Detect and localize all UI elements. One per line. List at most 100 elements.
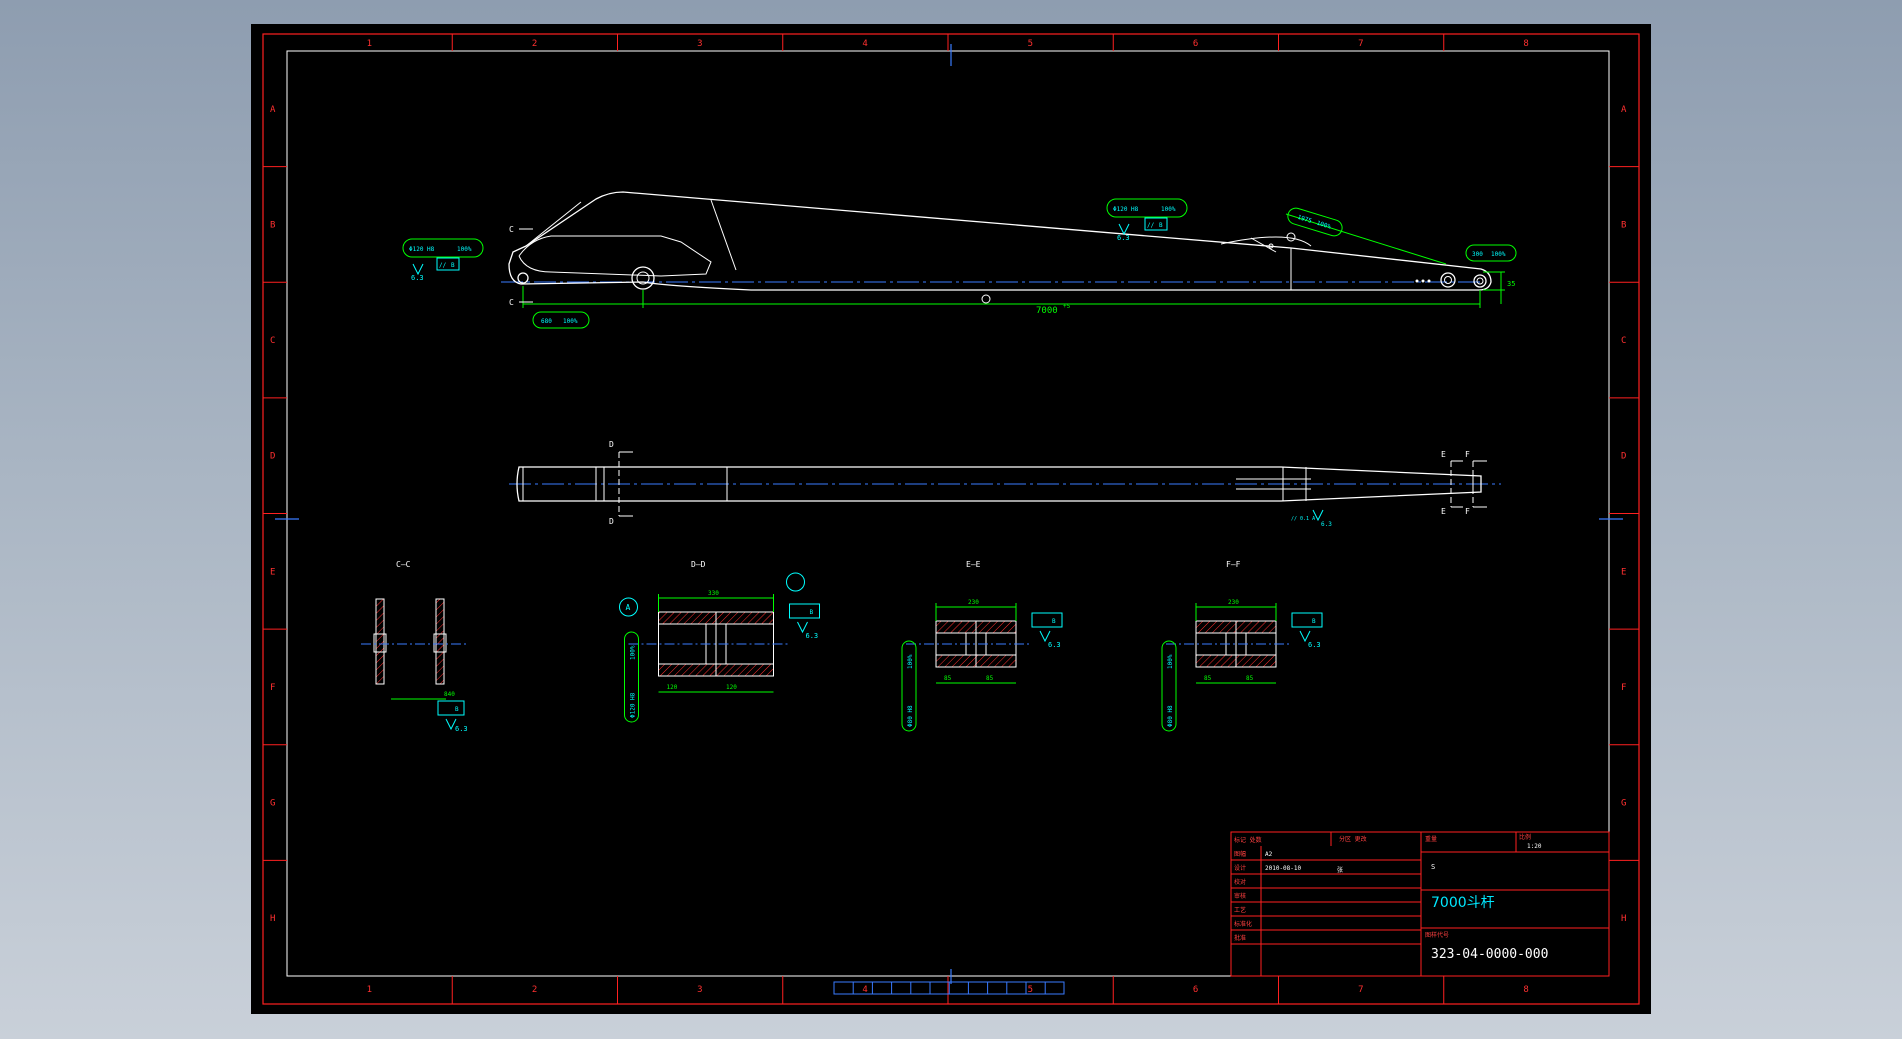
pin-bore-left [517, 272, 529, 284]
section-mark-d-bottom: D [609, 517, 614, 526]
svg-text:100%: 100% [457, 246, 472, 253]
zone-row-right: B [1621, 220, 1626, 230]
length-dimension: 7000 [1036, 306, 1058, 316]
centering-marks [275, 44, 1623, 984]
zone-row-left: G [270, 799, 275, 809]
height-dimension: 35 [1507, 280, 1515, 288]
svg-text:230: 230 [968, 599, 979, 606]
svg-text:B: B [810, 609, 814, 616]
section-label: D—D [691, 560, 706, 569]
title-row-value: A2 [1265, 851, 1273, 858]
zone-row-left: F [270, 683, 275, 693]
zone-col-top: 1 [367, 39, 372, 49]
top-view: D D E E F F 6.3 // 0.1 A [509, 440, 1501, 528]
svg-text:6.3: 6.3 [806, 632, 819, 640]
pin-bore-tip [1473, 274, 1487, 288]
title-block-header-mid: 分区 更改 [1339, 835, 1367, 843]
zone-col-top: 5 [1028, 39, 1033, 49]
svg-text:Φ120 H8: Φ120 H8 [409, 246, 435, 253]
svg-text:300: 300 [1472, 251, 1483, 258]
zone-ticks [263, 34, 1639, 1004]
title-row-label: 标准化 [1234, 920, 1252, 928]
drawing-number: 323-04-0000-000 [1431, 947, 1548, 962]
svg-text:Φ120 H8: Φ120 H8 [630, 692, 637, 718]
section-mark-e-top: E [1441, 450, 1446, 459]
svg-text://: // [1147, 222, 1155, 229]
zone-col-bottom: 7 [1358, 985, 1363, 995]
svg-text:B: B [1312, 618, 1316, 625]
svg-text:100%: 100% [1167, 654, 1174, 669]
svg-text:120: 120 [667, 684, 678, 691]
svg-text:100%: 100% [1491, 251, 1506, 258]
zone-row-right: E [1621, 567, 1626, 577]
svg-text:120: 120 [726, 684, 737, 691]
svg-text:85: 85 [1204, 675, 1212, 682]
zone-col-top: 7 [1358, 39, 1363, 49]
svg-text:6.3: 6.3 [411, 274, 424, 282]
svg-text:6.3: 6.3 [455, 725, 468, 733]
zone-row-left: H [270, 914, 275, 924]
section-mark-f-top: F [1465, 450, 1470, 459]
svg-text:330: 330 [708, 590, 719, 597]
title-row-label: 校对 [1234, 878, 1246, 886]
zone-row-left: E [270, 567, 275, 577]
outer-border [262, 33, 1640, 1005]
svg-text:100%: 100% [907, 654, 914, 669]
svg-text:Φ80 H8: Φ80 H8 [1167, 705, 1174, 727]
svg-text:B: B [455, 706, 459, 713]
title-row-label: 设计 [1234, 864, 1246, 872]
zone-col-top: 8 [1523, 39, 1528, 49]
zone-col-bottom: 2 [532, 985, 537, 995]
svg-text:680: 680 [541, 318, 552, 325]
svg-text:100%: 100% [563, 318, 578, 325]
zone-row-left: D [270, 452, 275, 462]
scale-label: 比例 [1519, 833, 1531, 841]
svg-text:230: 230 [1228, 599, 1239, 606]
zone-row-right: D [1621, 452, 1626, 462]
top-view-callout: 6.3 // 0.1 A [1291, 509, 1332, 528]
svg-text:B: B [1052, 618, 1056, 625]
zone-col-bottom: 4 [862, 985, 867, 995]
title-row-label: 图幅 [1234, 850, 1246, 858]
svg-text:Φ120 H8: Φ120 H8 [1113, 206, 1139, 213]
zone-row-right: G [1621, 799, 1626, 809]
section-label: C—C [396, 560, 411, 569]
zone-row-right: H [1621, 914, 1626, 924]
title-row-label: 标记 处数 [1234, 836, 1262, 844]
drawing-name: 7000斗杆 [1431, 895, 1495, 911]
svg-text:6.3: 6.3 [1308, 641, 1321, 649]
section-label: E—E [966, 560, 981, 569]
title-row-label: 审核 [1234, 892, 1246, 900]
zone-row-left: B [270, 220, 275, 230]
svg-text:// 0.1 A: // 0.1 A [1291, 516, 1315, 522]
callout-left: Φ120 H8 100% // B 6.3 [402, 238, 484, 282]
zone-row-right: A [1621, 105, 1627, 115]
title-row-label: 工艺 [1234, 906, 1246, 914]
zone-col-bottom: 1 [367, 985, 372, 995]
zone-col-top: 3 [697, 39, 702, 49]
pin-bore-main [631, 266, 655, 290]
title-row-value: 2010-08-10 [1265, 865, 1302, 872]
pin-bore-link [1440, 272, 1456, 288]
zone-col-bottom: 5 [1028, 985, 1033, 995]
weight-label: 重量 [1425, 835, 1437, 843]
zone-col-bottom: 3 [697, 985, 702, 995]
zone-col-top: 6 [1193, 39, 1198, 49]
arm-inner-edge [518, 235, 712, 277]
zone-row-left: A [270, 105, 276, 115]
scale-value: 1:20 [1527, 843, 1542, 850]
svg-text:B: B [451, 262, 455, 269]
side-view: 7000 +5 35 C C Φ120 H8 100% // B 6.3 680… [402, 191, 1517, 329]
callout-link-span: 1975 100% [1287, 207, 1343, 237]
svg-text:6.3: 6.3 [1048, 641, 1061, 649]
svg-text:840: 840 [444, 691, 455, 698]
callout-tip: 300 100% [1465, 244, 1517, 262]
svg-text:100%: 100% [1316, 220, 1332, 231]
section-mark-f-bottom: F [1465, 507, 1470, 516]
